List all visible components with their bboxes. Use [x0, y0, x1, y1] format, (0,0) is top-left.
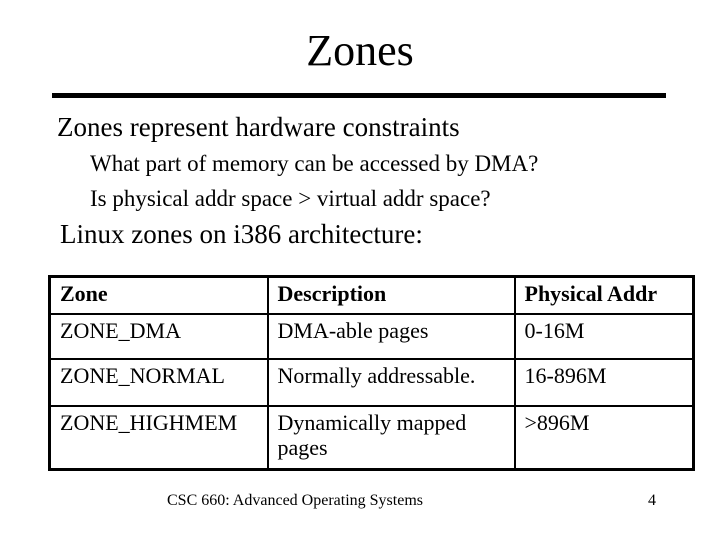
table-row-zone-highmem: ZONE_HIGHMEM Dynamically mapped pages >8… [48, 404, 695, 471]
cell-zone-dma-name: ZONE_DMA [48, 312, 269, 360]
page-number: 4 [648, 492, 656, 509]
cell-zone-highmem-addr: >896M [513, 404, 695, 471]
cell-zone-normal-addr: 16-896M [513, 357, 695, 407]
slide-title: Zones [306, 26, 414, 75]
cell-zone-normal-description: Normally addressable. [266, 357, 516, 407]
table-row-zone-dma: ZONE_DMA DMA-able pages 0-16M [48, 312, 695, 360]
cell-zone-highmem-name: ZONE_HIGHMEM [48, 404, 269, 471]
cell-zone-dma-description: DMA-able pages [266, 312, 516, 360]
bullet-hardware-constraints: Zones represent hardware constraints [57, 112, 460, 142]
cell-zone-highmem-description: Dynamically mapped pages [266, 404, 516, 471]
footer-course-title: CSC 660: Advanced Operating Systems [167, 492, 423, 509]
column-header-physical-addr: Physical Addr [513, 275, 695, 315]
cell-zone-dma-addr: 0-16M [513, 312, 695, 360]
cell-zone-normal-name: ZONE_NORMAL [48, 357, 269, 407]
column-header-zone: Zone [48, 275, 269, 315]
sub-bullet-dma-question: What part of memory can be accessed by D… [90, 151, 539, 176]
sub-bullet-addr-space-question: Is physical addr space > virtual addr sp… [90, 186, 491, 211]
table-header-row: Zone Description Physical Addr [48, 275, 695, 315]
bullet-linux-zones: Linux zones on i386 architecture: [60, 219, 423, 249]
title-rule [52, 93, 666, 98]
table-row-zone-normal: ZONE_NORMAL Normally addressable. 16-896… [48, 357, 695, 407]
column-header-description: Description [266, 275, 516, 315]
zones-table: Zone Description Physical Addr ZONE_DMA … [48, 275, 695, 471]
